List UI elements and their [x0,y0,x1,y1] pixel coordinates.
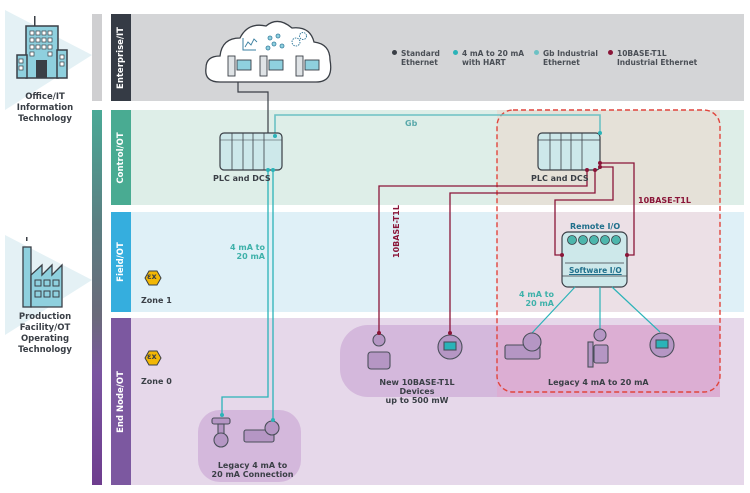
flowmeter-legacy-left-icon [243,420,280,443]
it-outer-bar [92,14,102,101]
plc-right-label: PLC and DCS [531,174,589,183]
legend-dot-icon [453,50,458,55]
zone0-label: Zone 0 [141,377,172,386]
valve-actuator-icon [211,417,231,448]
legend-4-20ma-hart: 4 mA to 20 mA with HART [453,49,524,67]
factory-section: Production Facility/OT Operating Technol… [0,225,92,365]
ex-zone1-symbol: εx [147,272,157,281]
tab-enterprise: Enterprise/IT [111,14,131,101]
gb-link [274,114,601,136]
tab-endnode: End Node/OT [111,318,131,485]
t1l-boundary [496,109,721,393]
legend-dot-icon [534,50,539,55]
ot-outer-bar [92,110,102,485]
t1l-link-new-device-1 [378,170,588,333]
t1l-link-remote-io-right [600,162,635,256]
remote-io-label: Remote I/O [570,222,621,231]
transmitter-legacy-icon [649,332,675,358]
legend-standard-ethernet: Standard Ethernet [392,49,440,67]
t1l-region-control [497,110,720,205]
ma-left-label: 4 mA to 20 mA [230,243,265,261]
tab-control: Control/OT [111,110,131,205]
legend-10base-t1l: 10BASE-T1L Industrial Ethernet [608,49,697,67]
plc-left-label: PLC and DCS [213,174,271,183]
remote-io-icon [561,231,628,288]
cloud-icon [205,20,332,83]
legend-dot-icon [392,50,397,55]
legend-gb-ethernet: Gb Industrial Ethernet [534,49,598,67]
office-building-icon [5,10,92,110]
plc-right-icon [537,132,601,171]
ma-link-right-3 [611,286,661,333]
legend-dot-icon [608,50,613,55]
t1l-vertical-label: 10BASE-T1L [392,205,401,258]
tab-field: Field/OT [111,212,131,312]
flowmeter-new-icon [367,333,391,370]
office-label: Office/IT Information Technology [16,92,74,124]
software-io-label: Software I/O [569,266,622,275]
flowmeter-legacy-right-icon [504,332,542,360]
new-devices-label: New 10BASE-T1L Devices up to 500 mW [379,378,455,405]
ma-right-label: 4 mA to 20 mA [519,290,554,308]
t1l-link-remote-io-left [554,166,614,256]
t1l-right-label: 10BASE-T1L [638,196,691,205]
factory-label: Production Facility/OT Operating Technol… [18,312,72,355]
standard-ethernet-link [237,82,269,136]
pressure-transmitter-icon [587,328,609,368]
ma-link-left-1 [221,170,269,415]
ex-zone1-icon [144,270,162,286]
plc-left-icon [219,132,283,171]
legacy-connection-label: Legacy 4 mA to 20 mA Connection [211,461,294,479]
t1l-link-new-device-2 [449,170,596,333]
factory-icon [5,235,92,335]
transmitter-new-icon [437,334,463,360]
zone1-label: Zone 1 [141,296,172,305]
gb-label: Gb [405,119,418,128]
ex-zone0-icon [144,350,162,366]
office-section: Office/IT Information Technology [0,0,92,130]
legacy-devices-label: Legacy 4 mA to 20 mA [548,378,649,387]
ex-zone0-symbol: εx [147,352,157,361]
ma-link-right-1 [531,286,576,334]
